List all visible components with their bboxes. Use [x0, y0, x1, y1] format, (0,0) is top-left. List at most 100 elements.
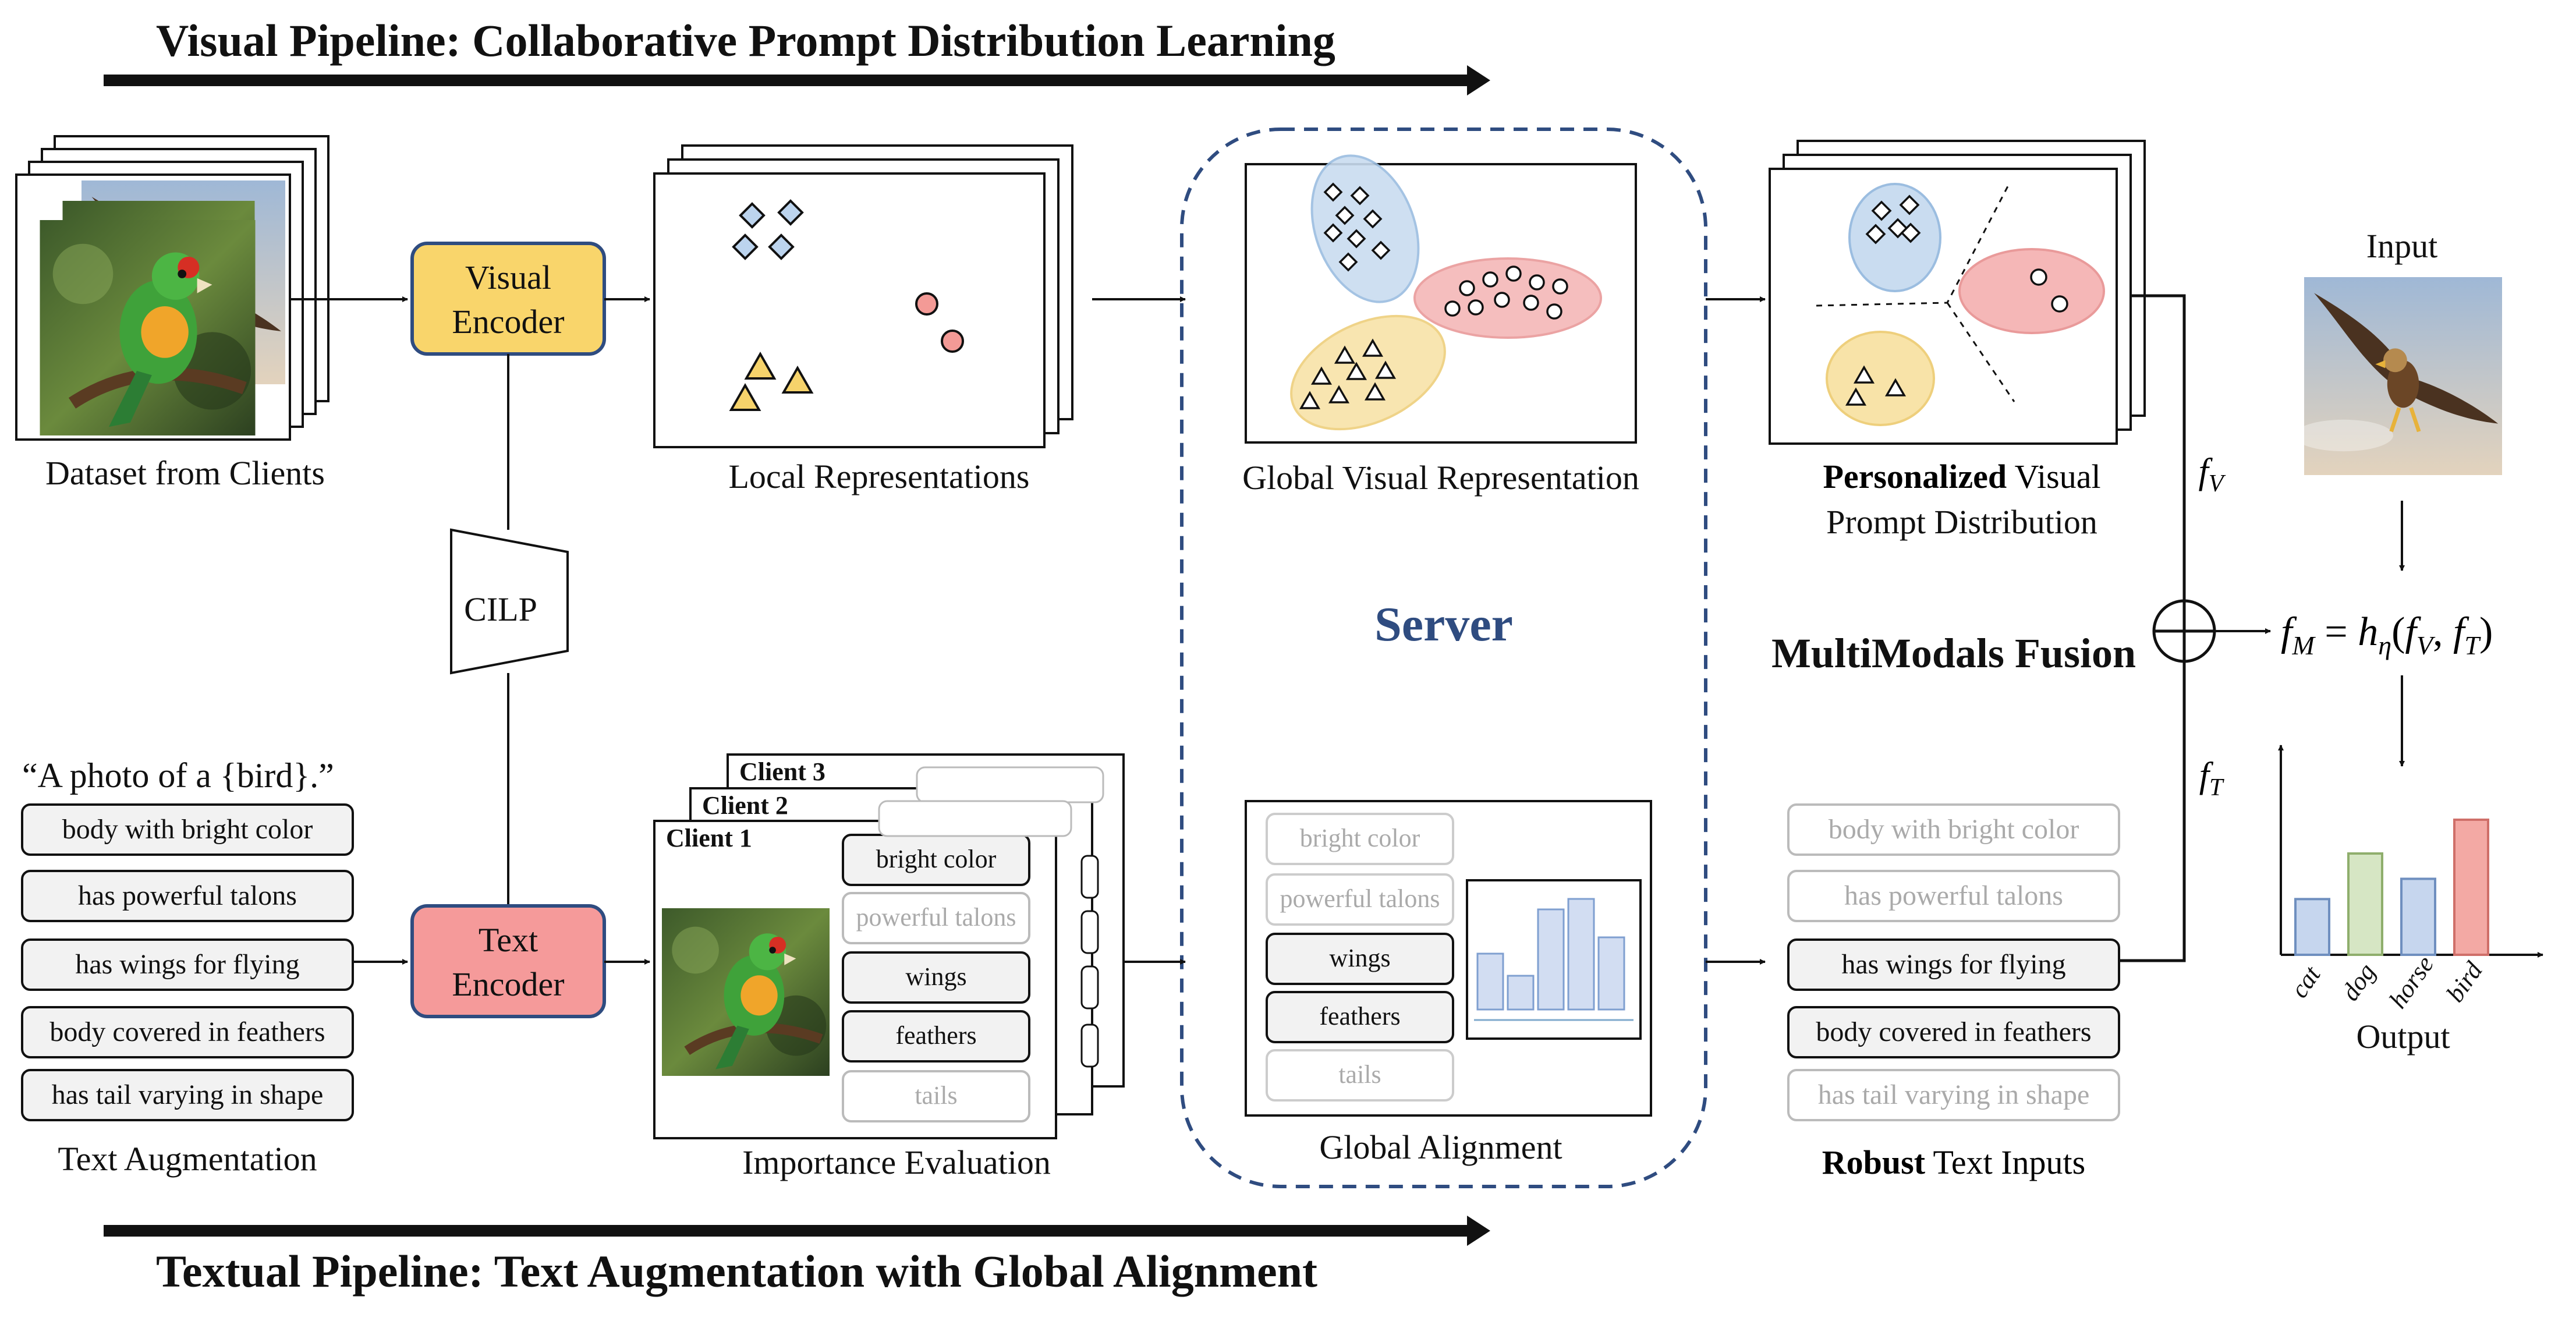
- robust-pill-text: has powerful talons: [1844, 880, 2063, 911]
- personalized-circle-point: [2051, 295, 2068, 313]
- personalized-diamond-point: [1900, 222, 1921, 243]
- augmentation-pill: [21, 803, 354, 856]
- local-triangle-point: [744, 351, 777, 380]
- alignment-pill-text: wings: [1329, 944, 1390, 972]
- augmentation-pill: [21, 870, 354, 922]
- personalized-diamond-point: [1871, 200, 1892, 221]
- alignment-chart-bar: [1597, 936, 1625, 1011]
- robust-label: Robust Text Inputs: [1822, 1143, 2086, 1181]
- ft-connector: [2119, 661, 2186, 962]
- global-circle-point: [1468, 299, 1484, 316]
- personalized-circle-point: [2030, 268, 2047, 286]
- personalized-triangle-point: [1853, 365, 1875, 384]
- importance-pill-text: feathers: [895, 1021, 976, 1050]
- robust-pill: [1787, 803, 2120, 856]
- importance-pill: [842, 951, 1030, 1004]
- global-triangle-point: [1374, 360, 1397, 379]
- global-diamond-point: [1338, 252, 1358, 272]
- local-diamond-point: [768, 233, 795, 260]
- local-repr-stack-sheet: [653, 172, 1046, 448]
- personalized-triangle-point: [1884, 378, 1907, 396]
- robust-pill-text: body covered in feathers: [1816, 1017, 2091, 1047]
- global-diamond-point: [1323, 223, 1343, 243]
- fusion-label: MultiModals Fusion: [1771, 630, 2136, 677]
- personalized-red-cluster: [1958, 248, 2105, 334]
- output-tick-bird: bird: [2440, 956, 2488, 1007]
- output-tick-dog: dog: [2336, 958, 2381, 1006]
- back-card-pill-edge: [878, 800, 1072, 837]
- dataset-label: Dataset from Clients: [45, 454, 325, 492]
- visual-encoder-label-2: Encoder: [452, 303, 564, 341]
- augmentation-label: Text Augmentation: [58, 1140, 317, 1178]
- global-circle-point: [1546, 303, 1562, 320]
- augmentation-pill: [21, 938, 354, 991]
- alignment-pill-text: tails: [1338, 1060, 1381, 1089]
- output-bar-cat: [2294, 898, 2330, 957]
- alignment-pill: [1266, 991, 1454, 1043]
- local-circle-point: [941, 330, 964, 353]
- global-circle-point: [1552, 278, 1568, 295]
- local-diamond-point: [777, 199, 804, 226]
- server-boundary: [1180, 128, 1707, 1188]
- global-triangle-point: [1334, 345, 1356, 364]
- personalized-diamond-point: [1899, 194, 1920, 215]
- alignment-pill-text: bright color: [1300, 824, 1420, 852]
- alignment-chart-bar: [1567, 898, 1595, 1011]
- input-eagle-image: [2294, 277, 2502, 475]
- robust-pill-text: has wings for flying: [1841, 949, 2065, 980]
- text-prompt: “A photo of a {bird}.”: [22, 756, 334, 795]
- fv-connector: [2131, 294, 2186, 605]
- local-repr-label: Local Representations: [729, 458, 1030, 495]
- local-diamond-point: [739, 202, 766, 229]
- robust-pill: [1787, 1069, 2120, 1121]
- importance-pill: [842, 1010, 1030, 1063]
- output-tick-cat: cat: [2285, 960, 2327, 1003]
- personalized-label-line2: Prompt Distribution: [1826, 503, 2097, 541]
- visual-pipeline-arrow-head: [1467, 65, 1490, 95]
- alignment-chart-bar: [1537, 908, 1565, 1011]
- back-card-pill-edge: [1080, 1023, 1099, 1068]
- personalized-yellow-cluster: [1826, 331, 1935, 426]
- importance-pill-text: wings: [905, 962, 966, 991]
- local-diamond-point: [732, 233, 759, 260]
- visual-encoder-label-1: Visual: [465, 258, 551, 296]
- global-circle-point: [1505, 265, 1522, 282]
- augmentation-text: body with bright color: [62, 814, 313, 845]
- global-diamond-point: [1363, 209, 1383, 229]
- importance-pill-text: powerful talons: [856, 903, 1016, 932]
- importance-parrot-image: [662, 908, 830, 1076]
- personalized-triangle-point: [1845, 387, 1867, 406]
- personalized-blue-cluster: [1848, 183, 1941, 292]
- alignment-chart-bar: [1476, 952, 1504, 1011]
- local-triangle-point: [781, 365, 814, 394]
- server-label: Server: [1374, 597, 1513, 651]
- local-circle-point: [915, 292, 938, 316]
- robust-pill-text: body with bright color: [1829, 814, 2079, 845]
- global-circle-point: [1459, 280, 1475, 296]
- output-tick-horse: horse: [2383, 951, 2439, 1014]
- augmentation-text: body covered in feathers: [49, 1017, 325, 1047]
- output-label: Output: [2356, 1018, 2450, 1056]
- global-diamond-point: [1347, 229, 1366, 249]
- client-label: Client 1: [666, 824, 752, 852]
- global-circle-point: [1529, 274, 1545, 291]
- client-label: Client 2: [702, 791, 788, 820]
- back-card-pill-edge: [916, 766, 1104, 803]
- cilp-label: CILP: [464, 590, 537, 628]
- global-diamond-point: [1350, 186, 1370, 206]
- global-circle-point: [1523, 295, 1539, 311]
- alignment-pill: [1266, 933, 1454, 985]
- importance-pill: [842, 892, 1030, 944]
- augmentation-pill: [21, 1069, 354, 1121]
- personalized-boundaries: [1816, 185, 2015, 402]
- global-yellow-cluster: [1290, 314, 1446, 431]
- alignment-pill-text: powerful talons: [1280, 884, 1440, 913]
- importance-label: Importance Evaluation: [742, 1143, 1051, 1181]
- back-card-pill-edge: [1080, 910, 1099, 954]
- global-diamond-point: [1323, 182, 1343, 202]
- augmentation-text: has wings for flying: [75, 949, 299, 980]
- global-diamond-point: [1371, 240, 1391, 260]
- output-bar-horse: [2400, 877, 2436, 956]
- global-triangle-point: [1328, 385, 1350, 403]
